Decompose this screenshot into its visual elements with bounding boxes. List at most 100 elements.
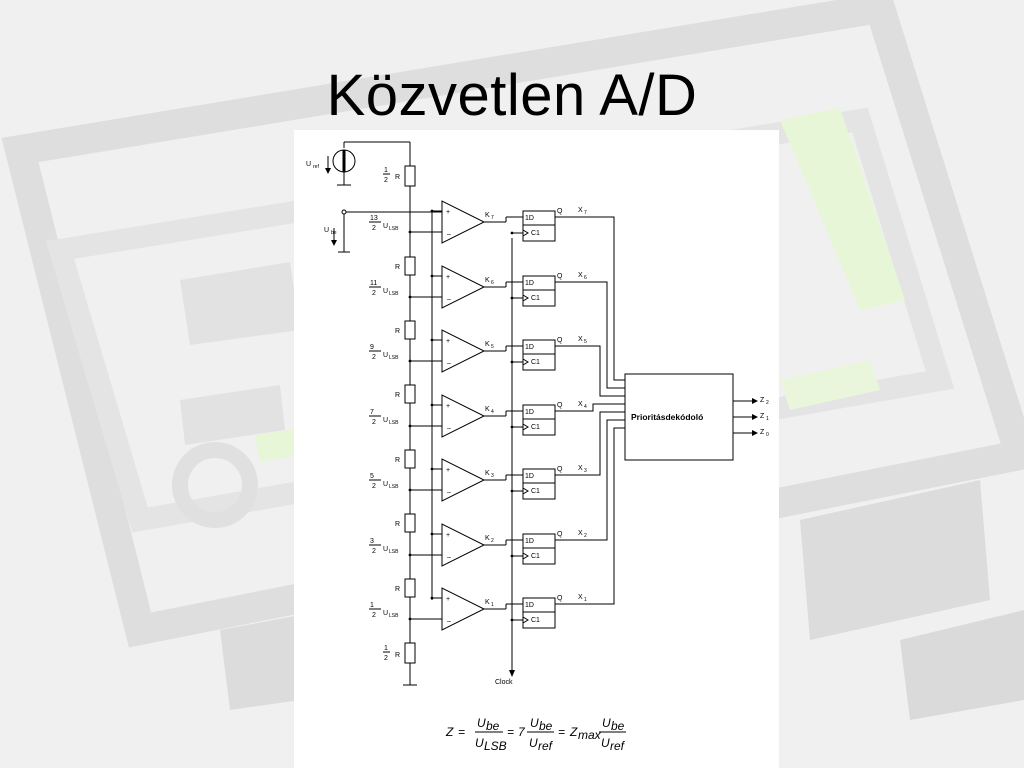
ulsb-label: U (383, 546, 388, 553)
ff-d-label: 1D (525, 538, 534, 545)
circuit-panel: U ref U be Clock 1 (294, 130, 779, 768)
r-label: R (395, 457, 400, 464)
bottom-half-num: 1 (384, 645, 388, 652)
comparator-label: K (485, 470, 490, 477)
threshold-denominator: 2 (372, 612, 376, 619)
output-x-sub: 2 (584, 533, 587, 539)
output-x-label: X (578, 530, 583, 537)
ff-d-label: 1D (525, 409, 534, 416)
formula-uref2-sub: ref (610, 739, 626, 753)
output-x-label: X (578, 336, 583, 343)
ff-c-label: C1 (531, 488, 540, 495)
comparator-sub: 3 (491, 473, 494, 479)
threshold-numerator: 7 (370, 409, 374, 416)
svg-text:+: + (446, 596, 450, 603)
top-half-r: R (395, 174, 400, 181)
ulsb-label: U (383, 610, 388, 617)
formula-eq2: = (507, 725, 514, 739)
ulsb-sub: LSB (389, 484, 399, 490)
output-x-label: X (578, 465, 583, 472)
threshold-denominator: 2 (372, 290, 376, 297)
comparator (441, 394, 486, 438)
svg-text:+: + (446, 338, 450, 345)
ff-q-label: Q (557, 208, 563, 215)
r-label: R (395, 328, 400, 335)
clock-label: Clock (495, 679, 513, 686)
formula-z: Z (445, 725, 454, 739)
formula-ube3-sub: be (611, 719, 625, 733)
output-x-sub: 4 (584, 404, 587, 410)
comparator-sub: 2 (491, 538, 494, 544)
svg-text:–: – (447, 296, 451, 303)
threshold-numerator: 9 (370, 344, 374, 351)
formula-ube3: U (602, 716, 611, 730)
bottom-half-den: 2 (384, 655, 388, 662)
ulsb-label: U (383, 288, 388, 295)
r-label: R (395, 521, 400, 528)
top-half-den: 2 (384, 177, 388, 184)
reference-voltage-source: U ref (306, 141, 410, 186)
ff-c-label: C1 (531, 424, 540, 431)
transfer-formula: Z = U be U LSB = 7 U be U ref = Z max U … (445, 716, 626, 753)
formula-ulsb: U (475, 736, 484, 750)
ulsb-sub: LSB (389, 613, 399, 619)
comparator (441, 587, 486, 631)
comparator-label: K (485, 406, 490, 413)
ff-d-label: 1D (525, 602, 534, 609)
ff-q-label: Q (557, 402, 563, 409)
threshold-numerator: 11 (370, 280, 377, 287)
z0-label: Z (760, 429, 765, 436)
ff-q-label: Q (557, 273, 563, 280)
comparator-label: K (485, 599, 490, 606)
ulsb-label: U (383, 352, 388, 359)
svg-text:+: + (446, 403, 450, 410)
ulsb-sub: LSB (389, 420, 399, 426)
encoder-label: Prioritásdekódoló (631, 412, 703, 422)
svg-text:–: – (447, 554, 451, 561)
ff-c-label: C1 (531, 617, 540, 624)
svg-text:+: + (446, 209, 450, 216)
formula-uref1: U (529, 736, 538, 750)
threshold-denominator: 2 (372, 225, 376, 232)
ulsb-sub: LSB (389, 226, 399, 232)
comparator (441, 523, 486, 567)
threshold-numerator: 3 (370, 538, 374, 545)
z1-sub: 1 (766, 416, 769, 422)
output-x-sub: 6 (584, 275, 587, 281)
formula-ube1-sub: be (486, 719, 500, 733)
comparator (441, 200, 486, 244)
ff-d-label: 1D (525, 280, 534, 287)
threshold-denominator: 2 (372, 548, 376, 555)
threshold-numerator: 1 (370, 602, 374, 609)
threshold-numerator: 5 (370, 473, 374, 480)
formula-seven: 7 (518, 725, 526, 739)
resistor-ladder: 1 2 R R R R R R R 1 2 R (383, 142, 417, 686)
uref-label: U (306, 161, 311, 168)
top-half-num: 1 (384, 167, 388, 174)
comparator-sub: 6 (491, 280, 494, 286)
threshold-denominator: 2 (372, 354, 376, 361)
uref-subscript: ref (313, 164, 319, 170)
flip-flop (522, 404, 556, 436)
flip-flop (522, 339, 556, 371)
ube-label: U (324, 227, 329, 234)
svg-text:–: – (447, 618, 451, 625)
ulsb-label: U (383, 223, 388, 230)
ff-q-label: Q (557, 531, 563, 538)
ff-d-label: 1D (525, 344, 534, 351)
threshold-denominator: 2 (372, 483, 376, 490)
output-x-sub: 5 (584, 339, 587, 345)
comparator-sub: 4 (491, 409, 494, 415)
formula-zmax: Z (569, 725, 578, 739)
ff-c-label: C1 (531, 230, 540, 237)
flip-flop (522, 275, 556, 307)
formula-ube2-sub: be (539, 719, 553, 733)
svg-text:–: – (447, 231, 451, 238)
output-x-label: X (578, 594, 583, 601)
